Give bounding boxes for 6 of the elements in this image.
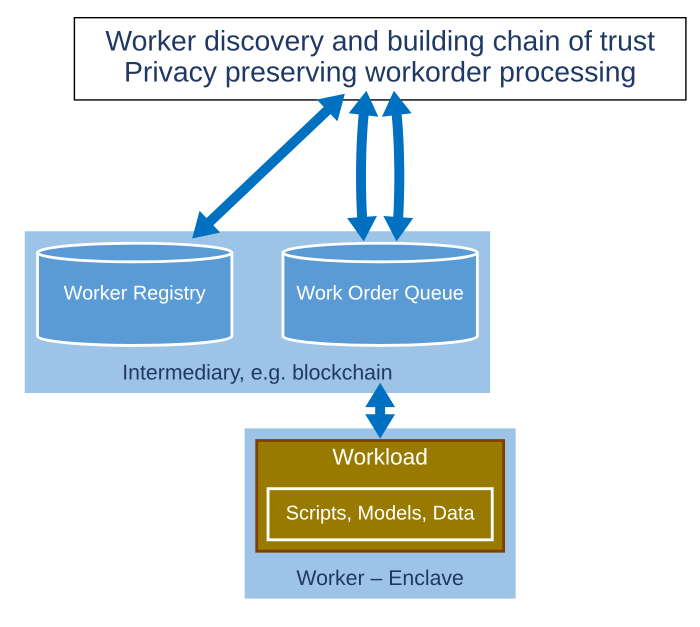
node-box: Worker discovery and building chain of trust Privacy preserving workorder processing <box>74 16 687 101</box>
arrow <box>347 90 378 242</box>
node-box: Scripts, Models, Data <box>266 487 494 542</box>
arrow <box>192 94 345 238</box>
arrow <box>365 382 396 439</box>
arrow <box>382 90 414 242</box>
